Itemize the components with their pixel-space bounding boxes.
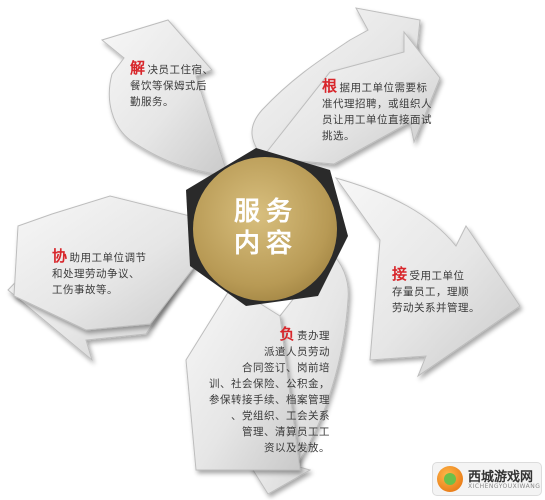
center-label-line1: 服务 xyxy=(233,197,298,227)
watermark-globe-icon xyxy=(437,466,463,492)
petal-fu-text: 负责办理 派遣人员劳动 合同签订、岗前培 训、社会保险、公积金， 参保转接手续、… xyxy=(200,326,330,456)
arrow-jiechu xyxy=(334,177,521,378)
center-label-line2: 内容 xyxy=(233,229,298,259)
petal-jiechu-text: 接受用工单位 存量员工，理顺 劳动关系并管理。 xyxy=(392,266,512,316)
arrow-gen-body xyxy=(261,30,441,165)
petal-fu-body: 责办理 派遣人员劳动 合同签订、岗前培 训、社会保险、公积金， 参保转接手续、档… xyxy=(209,330,330,454)
center-label: 服务 内容 xyxy=(210,196,322,260)
arrow-jie xyxy=(100,19,229,177)
petal-gen-body: 据用工单位需要标 准代理招聘，或组织人 员让用工单位直接面试 挑选。 xyxy=(322,82,432,142)
watermark-text: 西城游戏网 xyxy=(468,470,534,485)
watermark-logo: 西城游戏网 XICHENGYOUXIWANG xyxy=(432,462,542,496)
watermark-subtext: XICHENGYOUXIWANG xyxy=(468,483,541,490)
center-gold-circle xyxy=(193,157,337,301)
petal-jiechu-lead: 接 xyxy=(392,265,408,283)
petal-jie-body: 决员工住宿、 餐饮等保姆式后 勤服务。 xyxy=(130,64,214,108)
petal-jie-text: 解决员工住宿、 餐饮等保姆式后 勤服务。 xyxy=(130,60,240,110)
arrow-xie-body xyxy=(13,195,215,331)
petal-jie-lead: 解 xyxy=(130,59,146,77)
petal-xie-text: 协助用工单位调节 和处理劳动争议、 工伤事故等。 xyxy=(52,248,172,298)
petal-xie-lead: 协 xyxy=(52,247,68,265)
petal-fu-lead: 负 xyxy=(279,325,295,343)
petal-gen-text: 根据用工单位需要标 准代理招聘，或组织人 员让用工单位直接面试 挑选。 xyxy=(322,78,452,144)
petal-gen-lead: 根 xyxy=(322,77,338,95)
petal-xie-body: 助用工单位调节 和处理劳动争议、 工伤事故等。 xyxy=(52,252,147,296)
arrow-fu-body xyxy=(185,285,301,471)
petal-jiechu-body: 受用工单位 存量员工，理顺 劳动关系并管理。 xyxy=(392,270,480,314)
